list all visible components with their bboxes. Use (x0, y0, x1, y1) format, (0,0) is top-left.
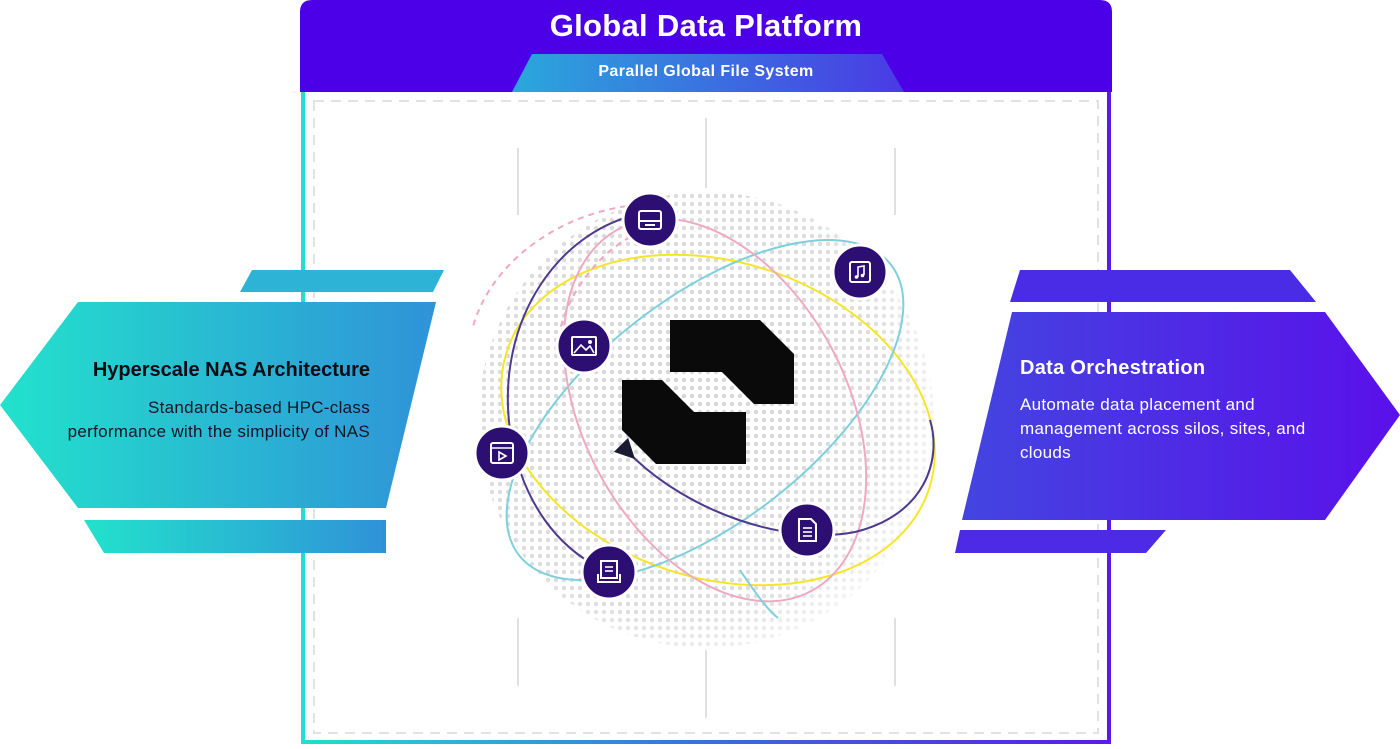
image-file-icon (555, 317, 613, 375)
storage-drive-icon (621, 191, 679, 249)
music-file-icon (831, 243, 889, 301)
right-panel-heading: Data Orchestration (1020, 357, 1206, 379)
platform-subtitle: Parallel Global File System (598, 63, 814, 80)
platform-title: Global Data Platform (549, 8, 863, 43)
grid-guides (517, 118, 896, 718)
video-file-icon (473, 424, 531, 482)
orbit-rings (471, 203, 936, 619)
left-panel (0, 270, 444, 553)
right-panel-body: Automate data placement and management a… (1020, 395, 1306, 462)
platform-header (300, 0, 1112, 92)
hammerspace-logo (622, 320, 794, 464)
archive-icon (580, 543, 638, 601)
right-panel (955, 270, 1400, 553)
left-panel-heading: Hyperscale NAS Architecture (92, 359, 370, 381)
document-icon (778, 501, 836, 559)
left-panel-body: Standards-based HPC-class performance wi… (67, 398, 370, 441)
file-system-tab (512, 54, 904, 92)
